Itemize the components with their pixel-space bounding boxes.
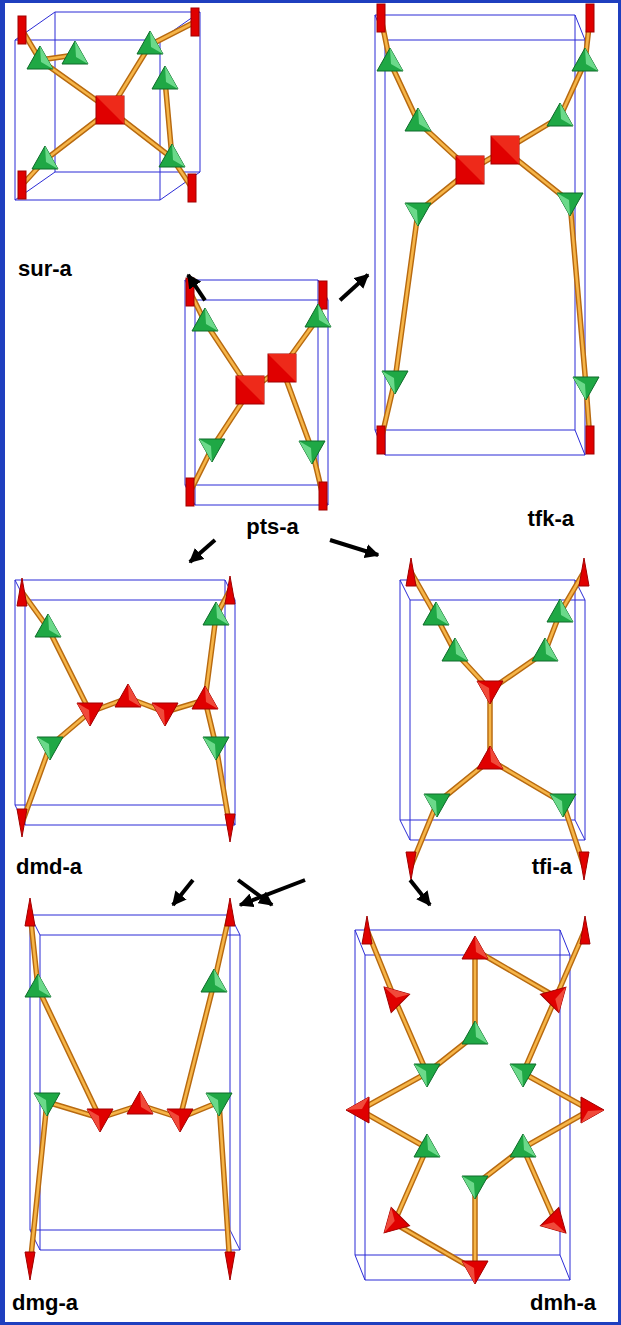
net-label: tfi-a — [532, 854, 572, 880]
net-panel: sur-a — [8, 8, 188, 286]
sur-net — [15, 8, 200, 202]
net-panel: tfi-a — [300, 555, 596, 880]
derivation-arrow — [410, 880, 430, 905]
net-label: pts-a — [246, 514, 299, 540]
pts-net — [185, 278, 331, 510]
dmd-net — [15, 576, 235, 842]
net-panel: dmg-a — [8, 905, 253, 1318]
tfk-net — [375, 4, 599, 455]
net-label: tfk-a — [528, 506, 574, 532]
net-panel: pts-a — [205, 285, 340, 540]
derivation-arrow — [188, 275, 205, 300]
net-label: dmg-a — [12, 1290, 78, 1316]
dmg-net — [25, 898, 240, 1280]
dmh-net — [346, 916, 604, 1284]
net-label: sur-a — [18, 256, 72, 282]
derivation-arrow — [340, 275, 368, 301]
net-panel: tfk-a — [368, 5, 596, 535]
derivation-arrow — [240, 880, 305, 905]
derivation-arrow — [173, 880, 193, 905]
net-panel: dmh-a — [262, 905, 600, 1318]
net-panel: dmd-a — [8, 562, 243, 880]
net-label: dmh-a — [530, 1290, 596, 1316]
derivation-arrow — [190, 540, 215, 562]
tfi-net — [400, 558, 589, 880]
frame-bar — [0, 0, 5, 1325]
net-label: dmd-a — [16, 854, 82, 880]
derivation-arrow — [330, 540, 378, 555]
